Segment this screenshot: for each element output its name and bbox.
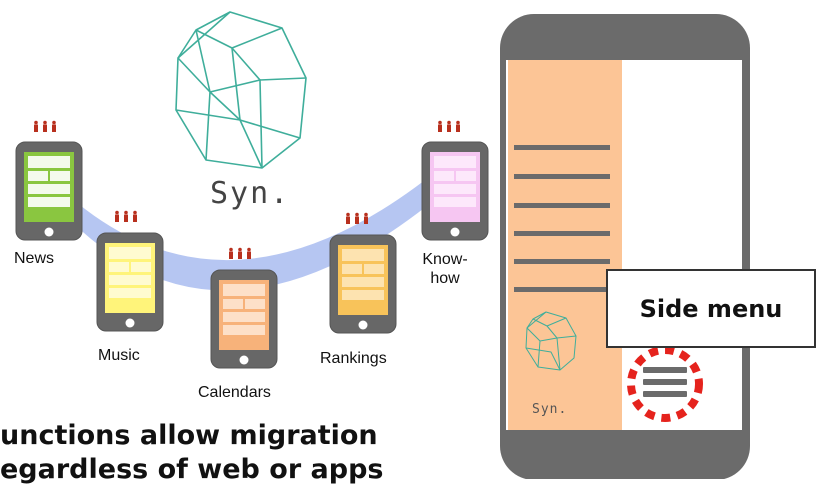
side-menu-syn-logo-icon [525,311,577,371]
app-phones [15,120,489,369]
knowhow-users-icon [438,120,460,132]
caption-line-1: unctions allow migration [0,420,378,451]
side-menu-syn-wordmark: Syn. [532,402,568,417]
side-menu-panel [508,60,622,430]
side-menu-callout-text: Side menu [639,294,783,323]
calendars-users-icon [229,247,251,259]
syn-wordmark: Syn. [210,176,291,211]
music-users-icon [115,210,137,222]
phone-mockup [500,14,750,479]
label-music: Music [98,347,140,364]
hamburger-menu-highlight[interactable] [620,340,710,430]
label-knowhow: Know- how [422,251,468,287]
label-rankings: Rankings [320,350,387,367]
syn-logo-icon [175,11,307,169]
knowhow-phone-icon [421,141,489,241]
caption-line-2: egardless of web or apps [0,454,384,485]
news-phone-icon [15,141,83,241]
rankings-phone-icon [329,234,397,334]
label-calendars: Calendars [198,384,271,401]
side-menu-items [514,145,610,292]
rankings-users-icon [346,212,368,224]
music-phone-icon [96,232,164,332]
news-users-icon [34,120,56,132]
calendars-phone-icon [210,269,278,369]
side-menu-callout: Side menu [606,269,816,348]
hamburger-menu-icon [643,367,687,397]
label-news: News [14,250,55,267]
